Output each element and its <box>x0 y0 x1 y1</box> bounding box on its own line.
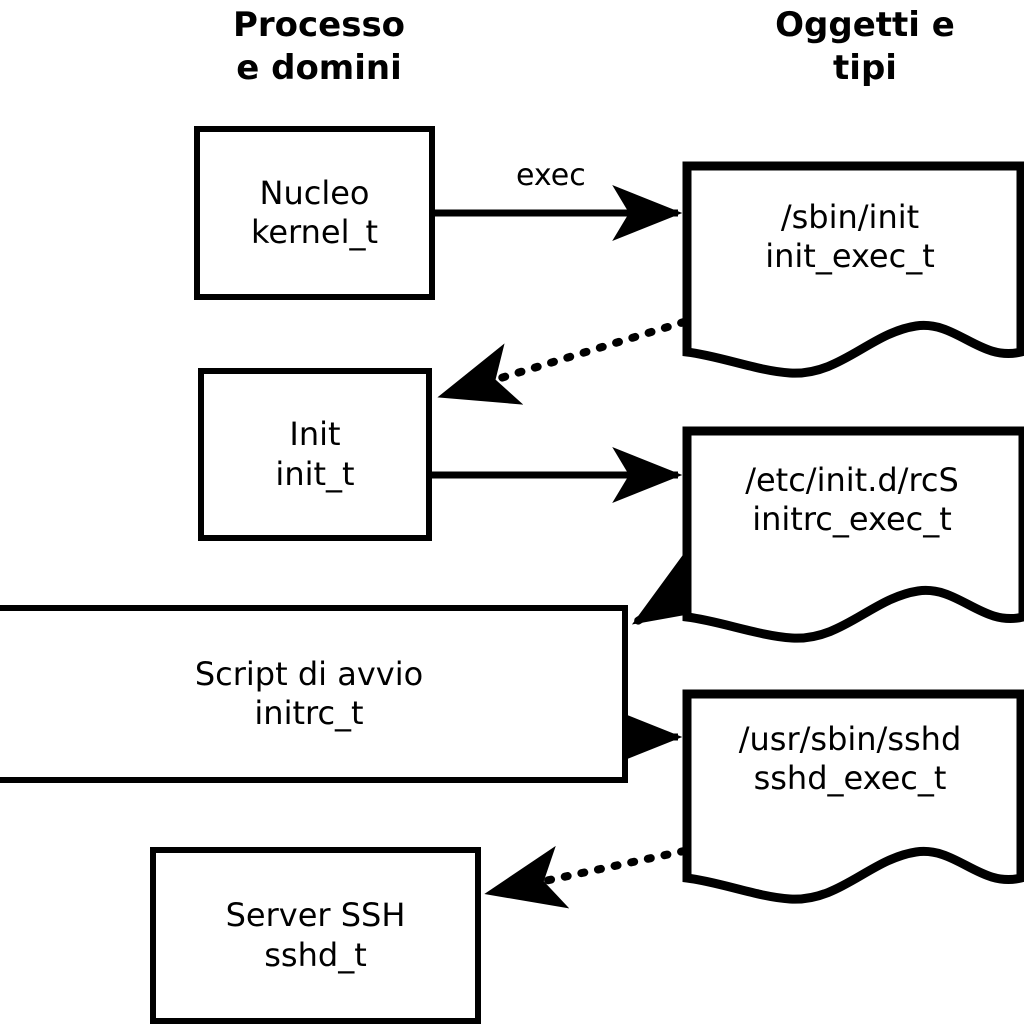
object-doc-init-exec[interactable] <box>680 160 1024 385</box>
process-box-init[interactable]: Init init_t <box>198 368 432 541</box>
process-box-kernel-type: kernel_t <box>250 213 379 251</box>
column-header-processes: Processo e domini <box>232 5 406 88</box>
process-box-initrc-type: initrc_t <box>254 694 364 732</box>
process-box-kernel[interactable]: Nucleo kernel_t <box>194 126 435 300</box>
process-box-sshd[interactable]: Server SSH sshd_t <box>150 847 481 1024</box>
object-doc-initrc-exec[interactable] <box>680 425 1024 651</box>
process-box-init-name: Init <box>289 415 341 454</box>
process-box-kernel-name: Nucleo <box>259 173 370 212</box>
process-box-init-type: init_t <box>275 454 355 493</box>
edge-initexec-transition-init <box>437 318 688 405</box>
process-box-sshd-type: sshd_t <box>264 935 367 974</box>
column-header-objects: Oggetti e tipi <box>775 5 955 88</box>
process-box-initrc[interactable]: Script di avvio initrc_t <box>0 605 628 783</box>
process-box-sshd-name: Server SSH <box>225 896 406 935</box>
edge-sshdexec-transition-sshd <box>484 845 688 909</box>
edge-label-exec: exec <box>516 158 586 193</box>
object-doc-sshd-exec[interactable] <box>680 688 1024 912</box>
edge-rcsexec-transition-initrc <box>631 555 717 626</box>
process-box-initrc-name: Script di avvio <box>194 654 424 693</box>
